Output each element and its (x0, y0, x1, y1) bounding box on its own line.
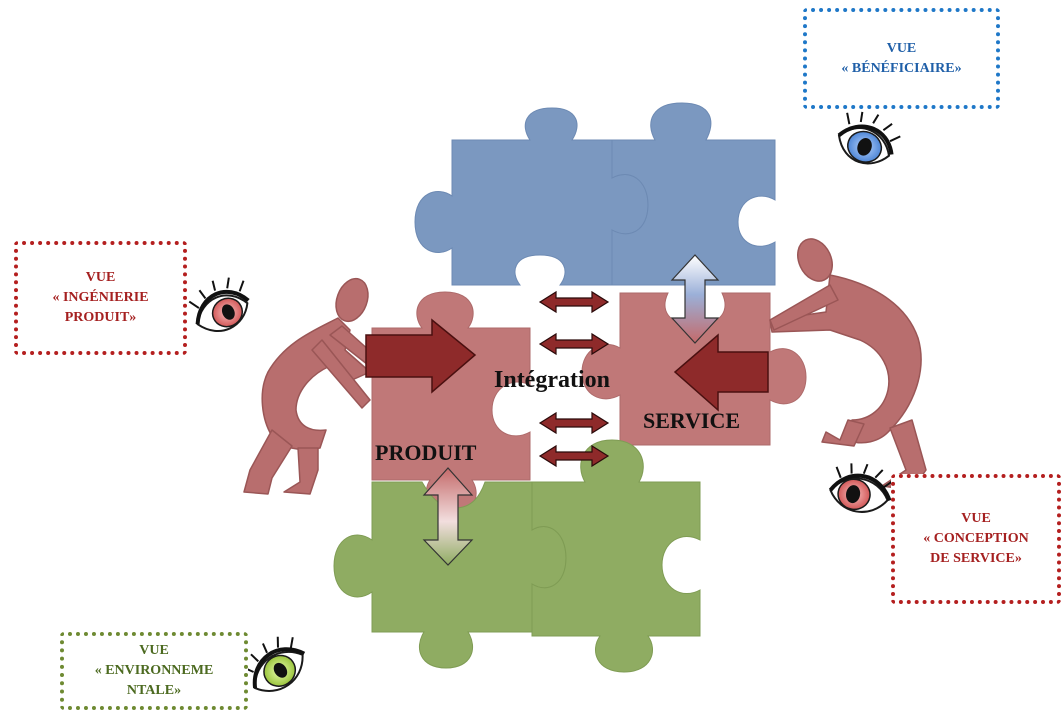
view-box-beneficiaire: VUE « BÉNÉFICIAIRE» (803, 8, 1000, 109)
view-title: VUE (886, 40, 917, 56)
view-title: VUE (139, 643, 169, 658)
eye-icon (242, 636, 306, 692)
service-label: SERVICE (643, 408, 741, 433)
eye-icon (837, 111, 901, 165)
puzzle-piece-blue-right (611, 102, 776, 286)
double-arrow-icon (538, 332, 610, 356)
view-name-continued: PRODUIT» (64, 310, 137, 325)
view-box-ingenierie-produit: VUE « INGÉNIERIE PRODUIT» (14, 241, 187, 355)
view-name-continued: NTALE» (126, 683, 182, 698)
vertical-double-arrow-blue-red-icon (670, 254, 720, 344)
view-name: « BÉNÉFICIAIRE» (841, 60, 962, 76)
push-arrow-right-icon (673, 333, 769, 412)
view-title: VUE (961, 511, 991, 526)
double-arrow-icon (538, 290, 610, 314)
view-title: VUE (85, 270, 116, 285)
double-arrow-icon (538, 444, 610, 468)
vertical-double-arrow-red-green-icon (422, 467, 474, 566)
person-pushing-left-figure (243, 277, 381, 495)
puzzle-piece-green-right (531, 439, 701, 673)
puzzle-piece-green-left (333, 481, 567, 669)
integration-double-arrows (538, 290, 610, 468)
view-box-environnementale: VUE « ENVIRONNEME NTALE» (60, 632, 248, 710)
produit-label: PRODUIT (375, 440, 477, 465)
view-name: « ENVIRONNEME (94, 663, 214, 678)
double-arrow-icon (538, 411, 610, 435)
push-arrow-left-icon (365, 318, 477, 394)
view-name: « CONCEPTION (923, 531, 1029, 546)
view-name-continued: DE SERVICE» (930, 551, 1022, 566)
eye-icon (828, 463, 894, 513)
person-pushing-right-figure (769, 238, 927, 491)
eye-icon (188, 277, 250, 332)
view-box-conception-service: VUE « CONCEPTION DE SERVICE» (891, 474, 1061, 604)
integration-label: Intégration (494, 367, 610, 393)
view-name: « INGÉNIERIE (52, 290, 149, 305)
